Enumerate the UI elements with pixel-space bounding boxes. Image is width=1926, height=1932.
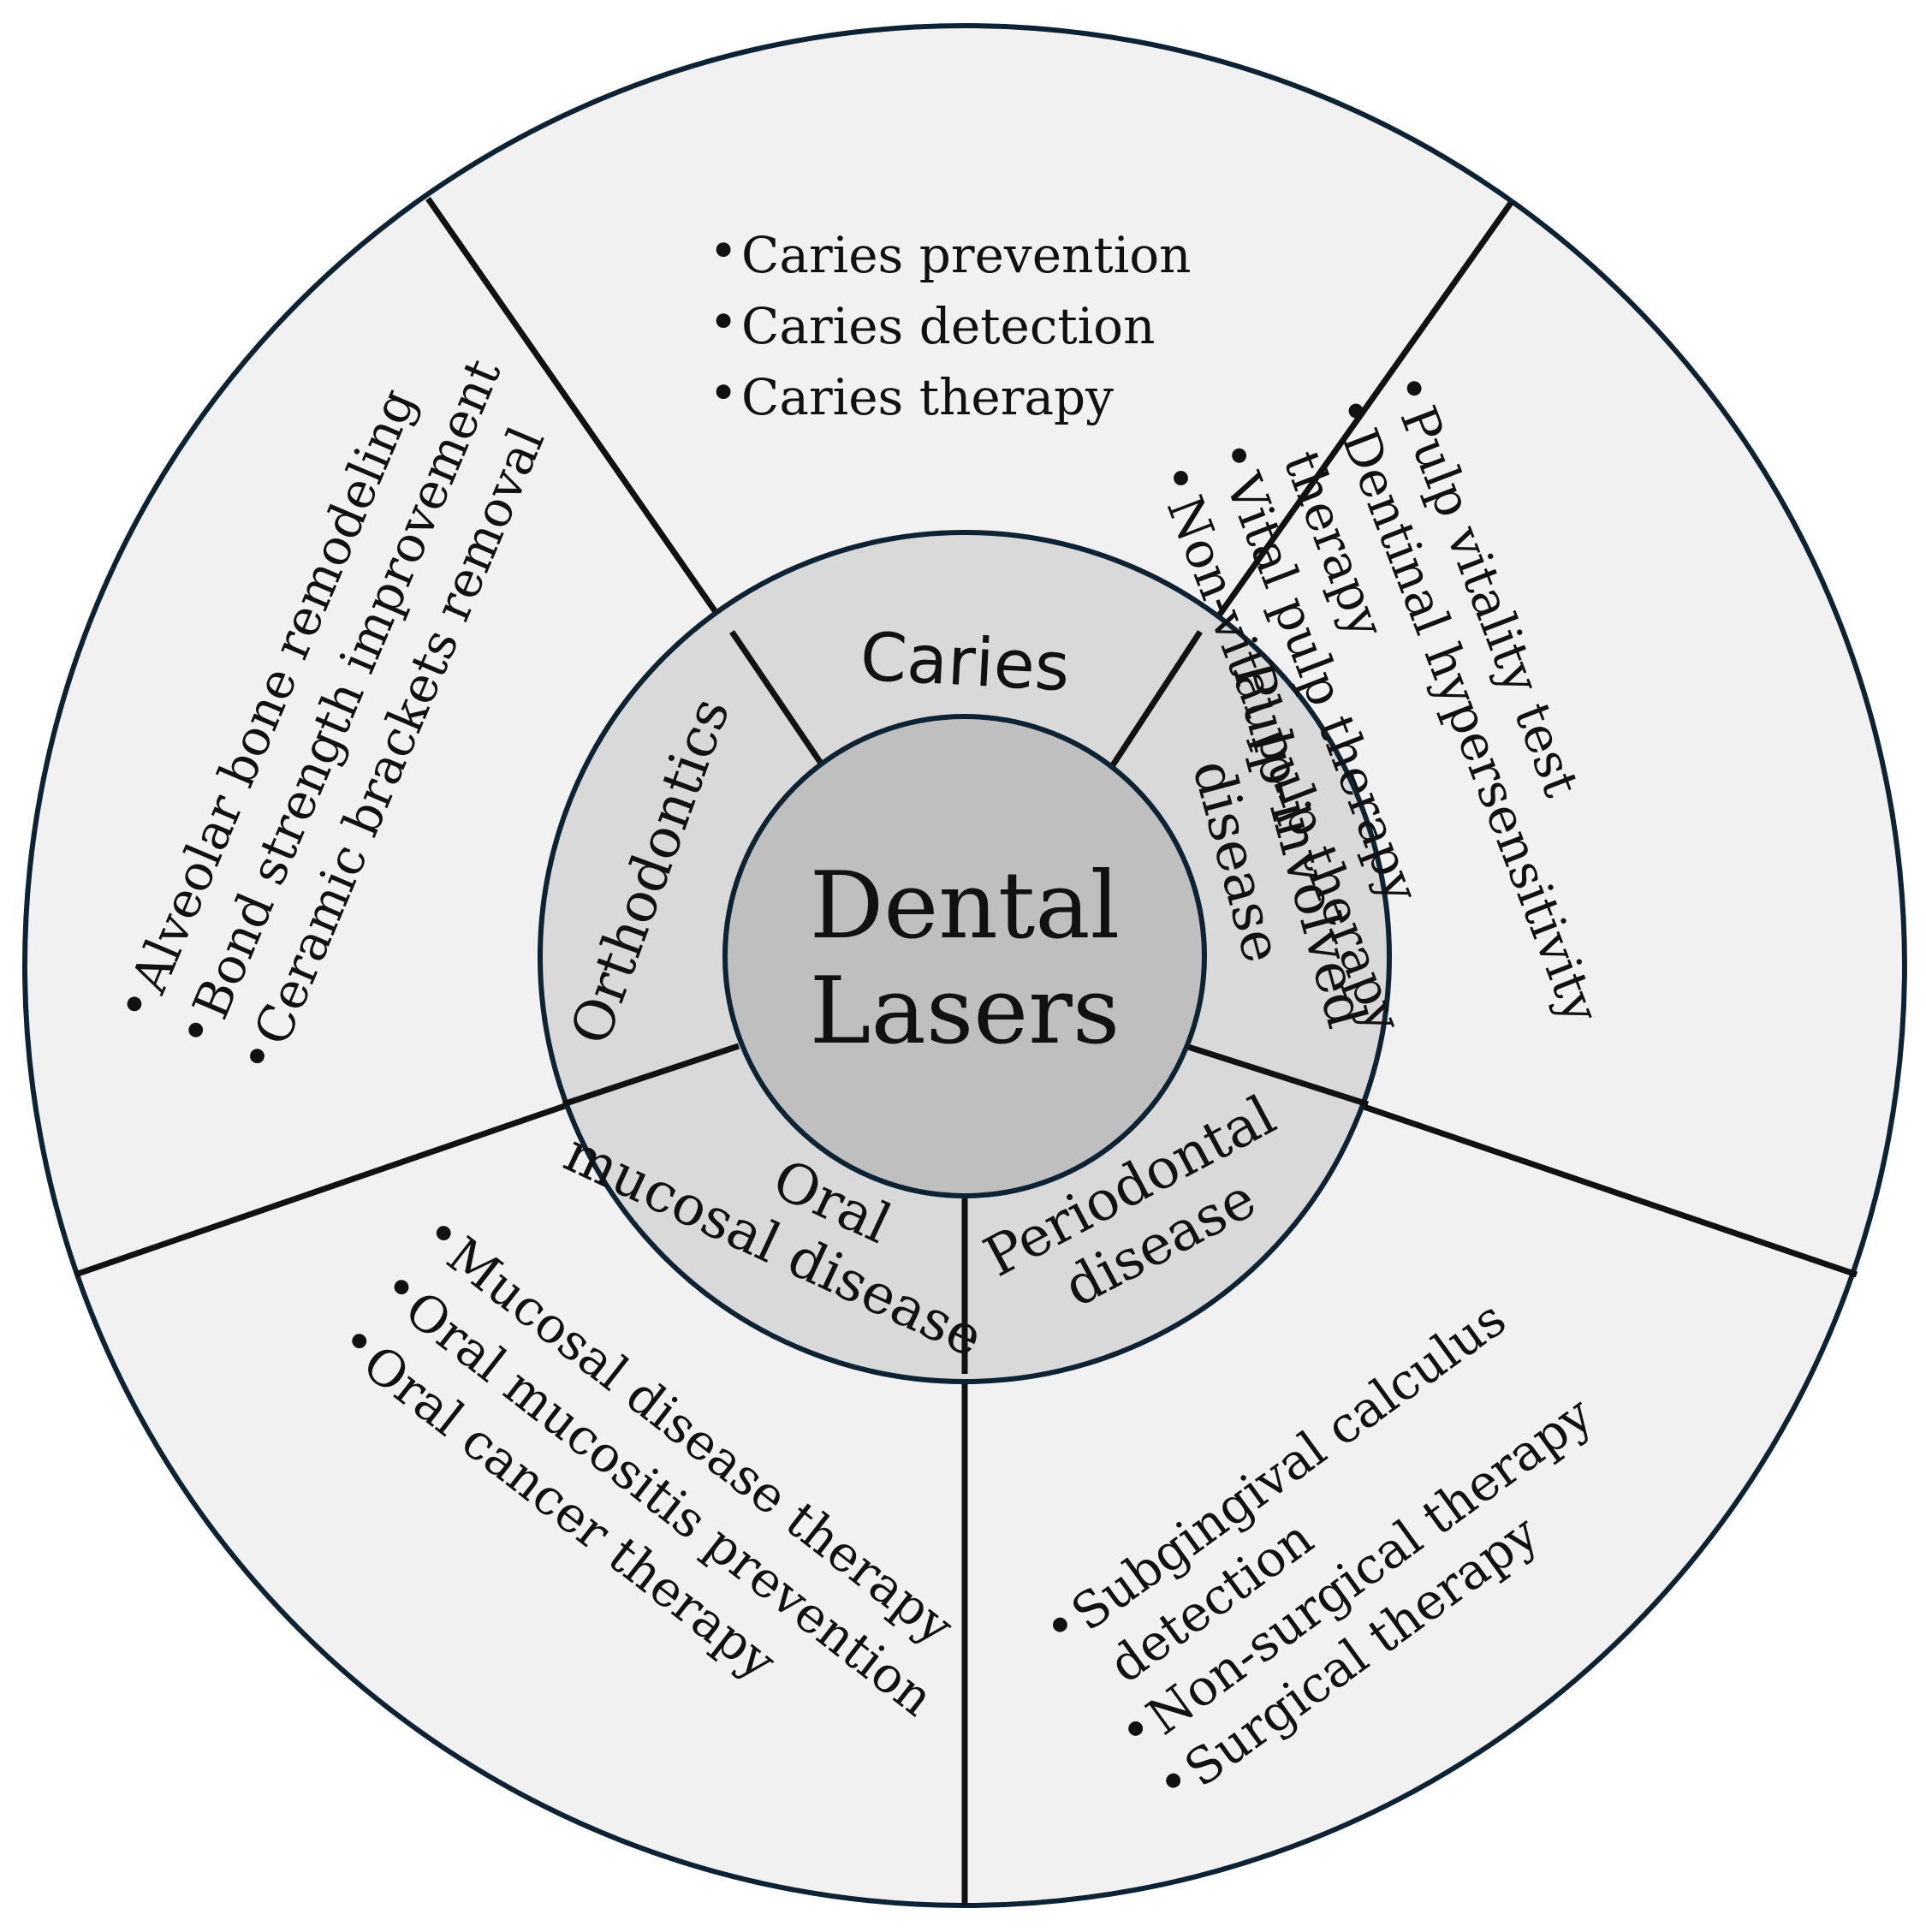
inner-divider-caries-pulp [1107,630,1203,772]
caries-item-bullet: • [709,222,738,280]
caries-label: Caries [859,619,1072,707]
inner-divider-ortho-caries [729,630,826,769]
caries-item-bullet: • [709,364,738,422]
caries-item: Caries prevention [741,226,1192,284]
caries-item-bullet: • [709,293,738,351]
inner-divider-oral-ortho [562,1043,740,1108]
inner-divider-pulp-periodontal [1184,1043,1370,1108]
center-title-line1: Dental [810,853,1120,960]
caries-item: Caries detection [741,297,1155,355]
caries-item: Caries therapy [741,368,1114,426]
center-title-line2: Lasers [810,958,1121,1065]
center-circle [722,714,1207,1198]
caries-items: • Caries prevention • Caries detection •… [709,222,1192,426]
